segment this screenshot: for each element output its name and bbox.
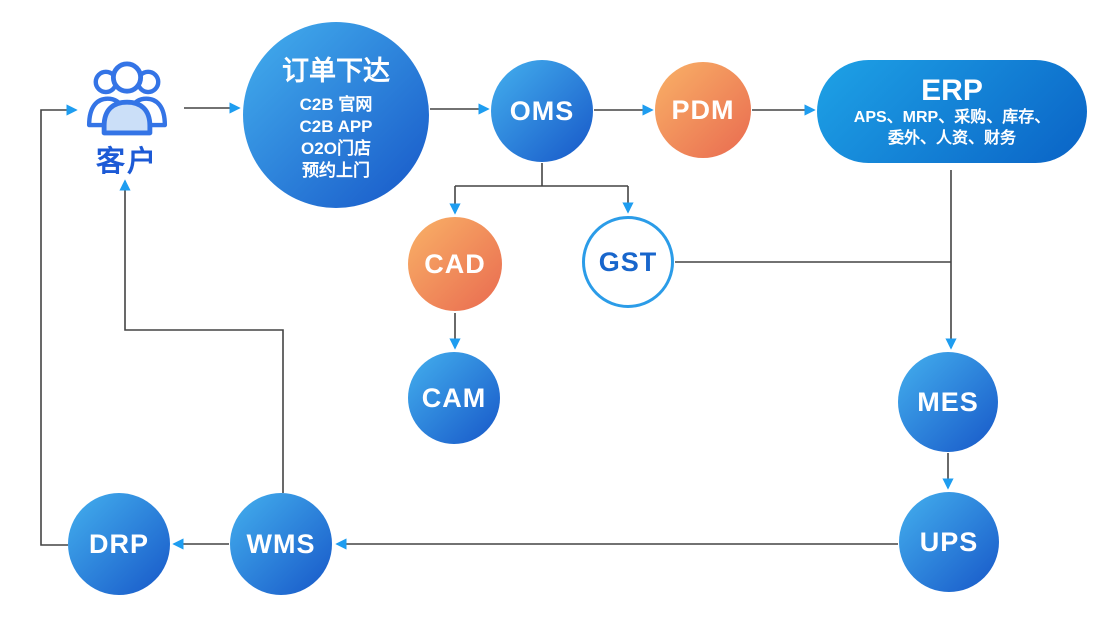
order-channel-appointment: 预约上门 (302, 160, 370, 180)
customer-group: 客户 (77, 55, 177, 180)
order-entry-title: 订单下达 (282, 55, 390, 86)
node-wms: WMS (230, 493, 332, 595)
order-channel-c2b-web: C2B 官网 (299, 94, 373, 114)
order-channel-c2b-app: C2B APP (299, 116, 373, 136)
node-mes: MES (898, 352, 998, 452)
node-cad: CAD (408, 217, 502, 311)
customer-label: 客户 (95, 146, 158, 178)
node-oms: OMS (491, 60, 593, 162)
node-gst: GST (582, 216, 674, 308)
edge-drp-to-customer (40, 104, 78, 546)
node-cam: CAM (408, 352, 500, 444)
edge-wms-to-customer (119, 179, 284, 493)
node-erp: ERP APS、MRP、采购、库存、 委外、人资、财务 (817, 60, 1087, 163)
erp-modules-line1: APS、MRP、采购、库存、 (853, 108, 1051, 126)
node-pdm: PDM (655, 62, 751, 158)
order-channel-o2o-store: O2O门店 (301, 138, 371, 158)
customers-icon (86, 61, 168, 136)
node-order-entry: 订单下达 C2B 官网 C2B APP O2O门店 预约上门 (243, 22, 429, 208)
node-drp: DRP (68, 493, 170, 595)
erp-modules-line2: 委外、人资、财务 (887, 129, 1016, 147)
node-ups: UPS (899, 492, 999, 592)
erp-title: ERP (921, 73, 983, 107)
